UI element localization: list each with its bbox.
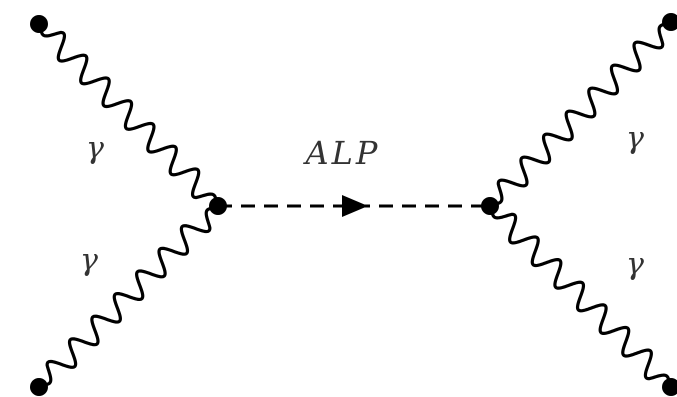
photon-line-outgoing-top bbox=[488, 20, 673, 208]
photon-label-top-right: γ bbox=[626, 121, 644, 156]
endpoint-bottom-left bbox=[30, 378, 48, 396]
endpoint-bottom-right bbox=[662, 378, 677, 396]
left-vertex bbox=[209, 197, 227, 215]
right-vertex bbox=[481, 197, 499, 215]
alp-arrow-icon bbox=[342, 195, 368, 217]
endpoint-top-left bbox=[30, 15, 48, 33]
photon-label-bottom-right: γ bbox=[626, 247, 644, 282]
photon-line-incoming-top bbox=[37, 22, 220, 208]
endpoint-top-right bbox=[662, 13, 677, 31]
photon-label-bottom-left: γ bbox=[80, 243, 98, 278]
alp-label: ALP bbox=[303, 134, 381, 172]
photon-line-outgoing-bottom bbox=[488, 204, 673, 389]
photon-line-incoming-bottom bbox=[37, 204, 220, 389]
photon-label-top-left: γ bbox=[86, 131, 104, 166]
